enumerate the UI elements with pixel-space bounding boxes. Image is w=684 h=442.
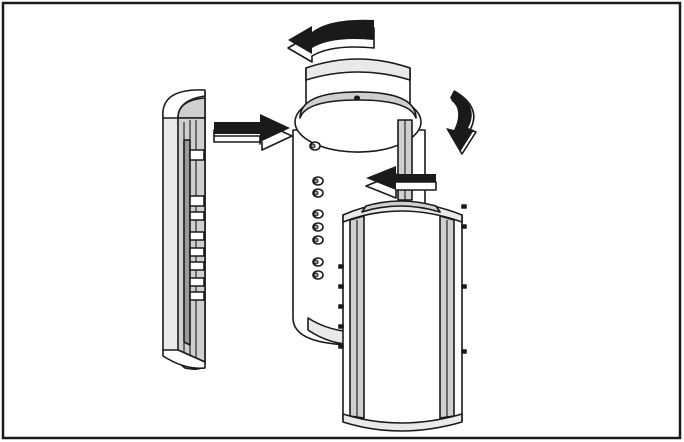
front-edge-notches xyxy=(338,204,467,354)
front-segment xyxy=(338,200,467,432)
left-segment xyxy=(162,89,206,370)
cylinder-pegs xyxy=(309,141,324,280)
arrow-rotate-left-icon xyxy=(287,19,375,63)
arrow-left-icon xyxy=(365,166,437,199)
arrow-rotate-down-icon xyxy=(446,90,477,155)
arrow-right-icon xyxy=(213,114,293,151)
segment-notches xyxy=(189,149,205,301)
